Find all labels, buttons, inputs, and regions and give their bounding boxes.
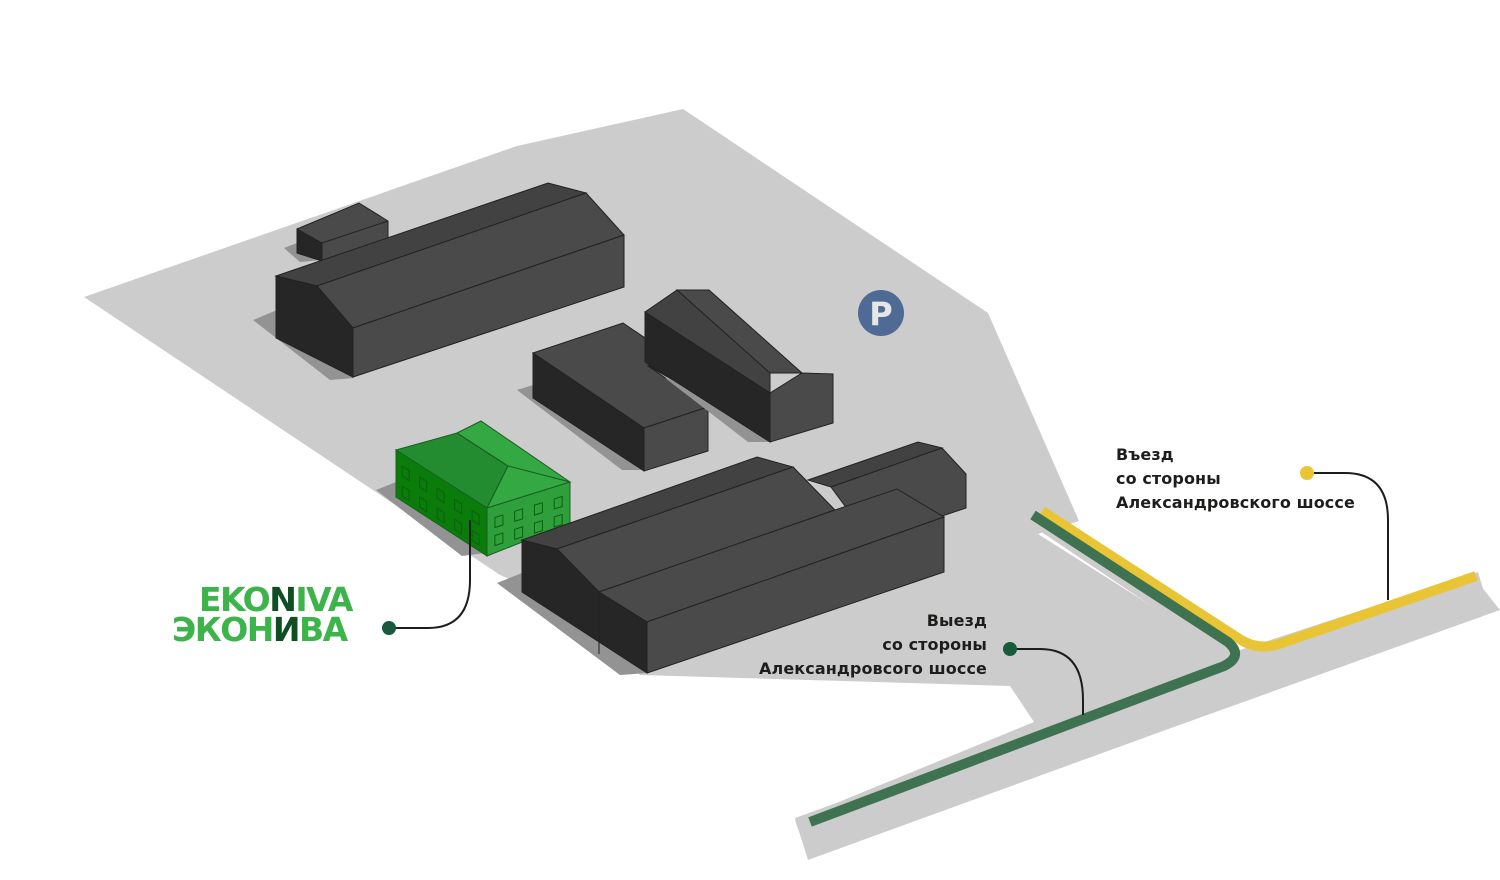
parking-marker[interactable] [858,290,904,336]
logo-latin-part1: EKO [199,580,271,619]
parking-icon [858,290,904,336]
window [401,464,410,482]
road [795,515,1490,860]
window [553,495,563,510]
building-hall-south [497,441,967,675]
parking-symbol: P [869,295,892,333]
exit-marker [1003,642,1017,656]
logo-latin-part2: N [269,580,297,619]
entry-label: Въезд со стороны Александровского шоссе [1116,443,1355,515]
entry-connector [1307,472,1389,600]
exit-label-line1: Выезд [926,611,987,630]
window [471,529,480,546]
entry-label-line3: Александровского шоссе [1116,493,1355,512]
logo-connector [389,520,471,629]
window [436,487,445,504]
window [494,514,504,529]
window [471,509,480,526]
building-windows [401,464,563,547]
exit-connector [1010,648,1084,715]
window [553,513,563,528]
entry-route [1039,506,1478,652]
ekoniva-logo: EKONIVA ЭКОНИВА [172,583,353,646]
window [454,498,463,515]
logo-marker [382,621,396,635]
window [514,526,524,541]
logo-latin: EKONIVA [172,583,353,616]
window [514,508,524,523]
window [401,484,410,502]
exit-label-line2: со стороны [882,635,987,654]
window [533,519,543,534]
logo-cyrillic: ЭКОНИВА [172,613,352,646]
window [533,501,543,516]
window [494,532,504,547]
highlighted-building-ekoniva [376,420,572,557]
entry-label-line1: Въезд [1116,445,1174,464]
window [436,507,445,524]
window [454,518,463,535]
window [419,496,428,513]
exit-label: Выезд со стороны Александровсого шоссе [759,609,987,681]
logo-cyrillic-part3: ВА [299,610,348,649]
logo-cyrillic-part1: ЭКОН [172,610,274,649]
entry-marker [1300,466,1314,480]
exit-route [808,510,1240,827]
window [419,476,428,493]
building-hall-east [644,289,834,443]
building-hall-north [253,182,625,380]
logo-cyrillic-part2: И [272,610,301,649]
entry-label-line2: со стороны [1116,469,1221,488]
building-warehouse-center [517,322,710,472]
exit-label-line3: Александровсого шоссе [759,659,987,678]
logo-latin-part3: IVA [295,580,353,619]
